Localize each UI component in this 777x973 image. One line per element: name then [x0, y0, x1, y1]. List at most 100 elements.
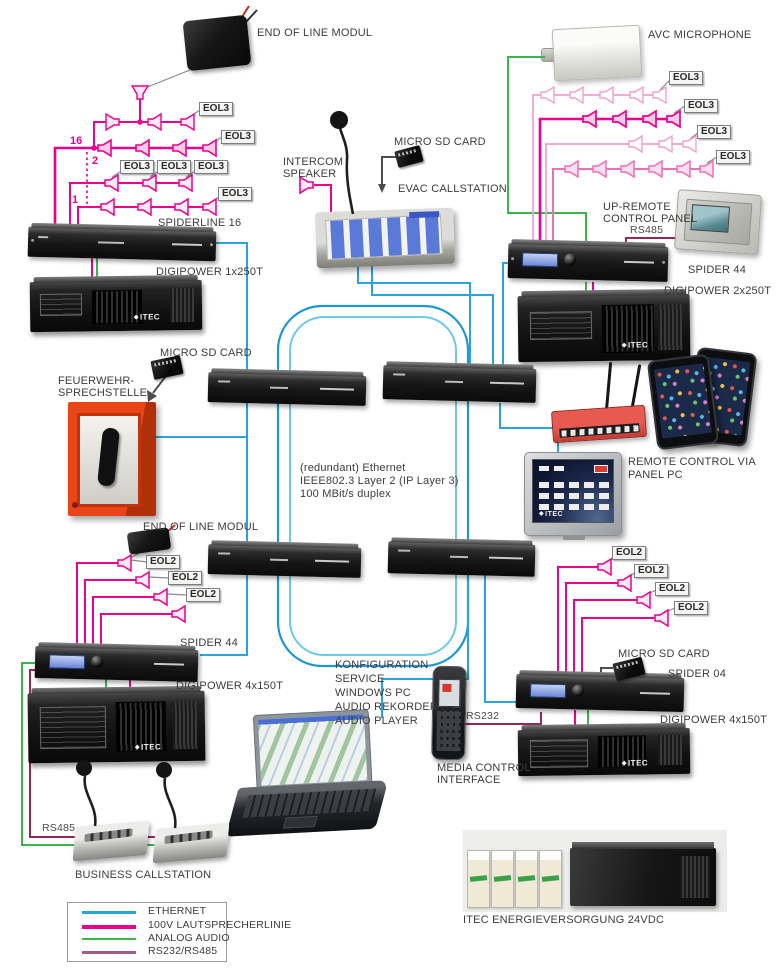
tablet-left [646, 353, 720, 451]
eol3-tag: EOL3 [684, 99, 719, 113]
label-feuerwehr-1: FEUERWEHR- [58, 375, 135, 387]
remote-screen [438, 678, 461, 708]
psu-module-3 [515, 850, 538, 908]
eol2-tag: EOL2 [634, 564, 669, 578]
label-business-callstation: BUSINESS CALLSTATION [75, 869, 212, 881]
label-up-remote-2: CONTROL PANEL [603, 213, 698, 225]
evac-callstation-device [315, 207, 455, 269]
label-evac-callstation: EVAC CALLSTATION [398, 183, 507, 195]
eol2-tag: EOL2 [612, 546, 647, 560]
label-up-remote-1: UP-REMOTE [603, 201, 671, 213]
eol3-tag: EOL3 [697, 125, 732, 139]
label-spider44-left: SPIDER 44 [180, 637, 239, 649]
label-media-control-1: MEDIA CONTROL [437, 762, 531, 774]
legend-swatch-ethernet [82, 911, 136, 914]
digipower-4x150t-left-amp: ITEC [27, 690, 206, 764]
label-digipower-4x150t-left: DIGIPOWER 4x150T [176, 680, 284, 692]
evac-button-panel [324, 214, 443, 261]
eol3-tag: EOL3 [194, 160, 229, 174]
legend-swatch-rs [82, 951, 136, 954]
label-konfig-4: AUDIO REKORDER [335, 701, 439, 713]
legend-label-ethernet: ETHERNET [148, 905, 207, 917]
legend-label-100v: 100V LAUTSPRECHERLINIE [148, 919, 292, 931]
laptop [225, 708, 391, 842]
psu-module-4 [539, 850, 562, 908]
legend-row-ethernet: ETHERNET [68, 905, 226, 919]
label-digipower-2x250t: DIGIPOWER 2x250T [664, 285, 772, 297]
feuerwehr-sprechstelle-box [68, 402, 156, 516]
label-intercom-2: SPEAKER [283, 168, 337, 180]
legend-row-analog: ANALOG AUDIO [68, 932, 230, 946]
spiderline16-rack [27, 226, 217, 262]
label-intercom-1: INTERCOM [283, 156, 344, 168]
feuerwehr-window [77, 413, 141, 507]
psu-module-1 [467, 850, 490, 908]
wifi-router [550, 404, 648, 444]
eol2-tag: EOL2 [146, 555, 181, 569]
label-rs232: RS232 [466, 710, 500, 722]
digipower-4x150t-right-amp: ITEC [517, 727, 691, 777]
line-number-2: 2 [92, 155, 99, 167]
label-feuerwehr-2: SPRECHSTELLE [58, 387, 148, 399]
ethernet-switch-bottom-right [387, 541, 536, 577]
legend-row-rs: RS232/RS485 [68, 945, 226, 959]
end-of-line-module-top [182, 14, 252, 72]
router-ports [559, 423, 640, 438]
line-number-16: 16 [70, 135, 83, 147]
label-end-of-line-top: END OF LINE MODUL [257, 27, 373, 39]
label-spider04: SPIDER 04 [668, 668, 727, 680]
label-spider44-right: SPIDER 44 [688, 264, 747, 276]
label-avc-microphone: AVC MICROPHONE [648, 29, 752, 41]
label-media-control-2: INTERFACE [437, 774, 501, 786]
panel-pc: ITEC [524, 452, 622, 540]
eol3-tag: EOL3 [669, 71, 704, 85]
handset [97, 427, 120, 487]
eol3-tag: EOL3 [157, 160, 192, 174]
legend-label-rs: RS232/RS485 [148, 945, 218, 957]
business-callstation-2 [152, 822, 230, 864]
legend-label-analog: ANALOG AUDIO [148, 932, 230, 944]
eol2-tag: EOL2 [186, 588, 221, 602]
ethernet-ring [276, 304, 470, 668]
label-micro-sd-left: MICRO SD CARD [160, 347, 252, 359]
label-digipower-4x150t-right: DIGIPOWER 4x150T [660, 714, 768, 726]
label-ethernet-note-2: IEEE802.3 Layer 2 (IP Layer 3) [300, 475, 459, 487]
label-remote-via-2: PANEL PC [628, 469, 683, 481]
business-callstation-1 [72, 820, 150, 862]
label-energieversorgung: ITEC ENERGIEVERSORGUNG 24VDC [463, 914, 665, 926]
ethernet-lines [155, 242, 559, 718]
remote-keys [436, 710, 462, 752]
label-spiderline16: SPIDERLINE 16 [158, 217, 242, 229]
eol3-tag: EOL3 [120, 160, 155, 174]
eol3-tag: EOL3 [199, 102, 234, 116]
digipower-1x250t-amp: ITEC [29, 279, 203, 333]
evac-display [409, 211, 440, 219]
ethernet-switch-top-left [207, 372, 367, 406]
label-konfig-1: KONFIGURATION [335, 659, 429, 671]
ethernet-switch-bottom-left [207, 544, 362, 578]
label-micro-sd-center: MICRO SD CARD [394, 136, 486, 148]
keyhole [72, 502, 78, 508]
label-rs485-top: RS485 [630, 224, 664, 236]
label-konfig-3: WINDOWS PC [335, 687, 411, 699]
spider44-left-rack [34, 646, 199, 682]
label-rs485-bottom: RS485 [42, 822, 76, 834]
media-control-remote [431, 665, 467, 761]
laptop-keyboard [225, 780, 389, 837]
line-number-1: 1 [72, 194, 79, 206]
eol3-tag: EOL3 [716, 150, 751, 164]
avc-microphone-box [551, 24, 643, 82]
eol2-tag: EOL2 [655, 582, 690, 596]
power-supply-rack [570, 842, 716, 906]
ethernet-switch-top-right [382, 365, 537, 403]
legend-swatch-analog [82, 938, 136, 940]
label-micro-sd-right: MICRO SD CARD [618, 648, 710, 660]
digipower-2x250t-amp: ITEC [517, 293, 691, 363]
legend-row-100v: 100V LAUTSPRECHERLINIE [68, 919, 291, 933]
label-ethernet-note-3: 100 MBit/s duplex [300, 488, 391, 500]
panel-pc-stand [563, 535, 586, 540]
label-konfig-2: SERVICE [335, 673, 385, 685]
psu-module-2 [491, 850, 514, 908]
spider44-right-rack [507, 243, 669, 282]
